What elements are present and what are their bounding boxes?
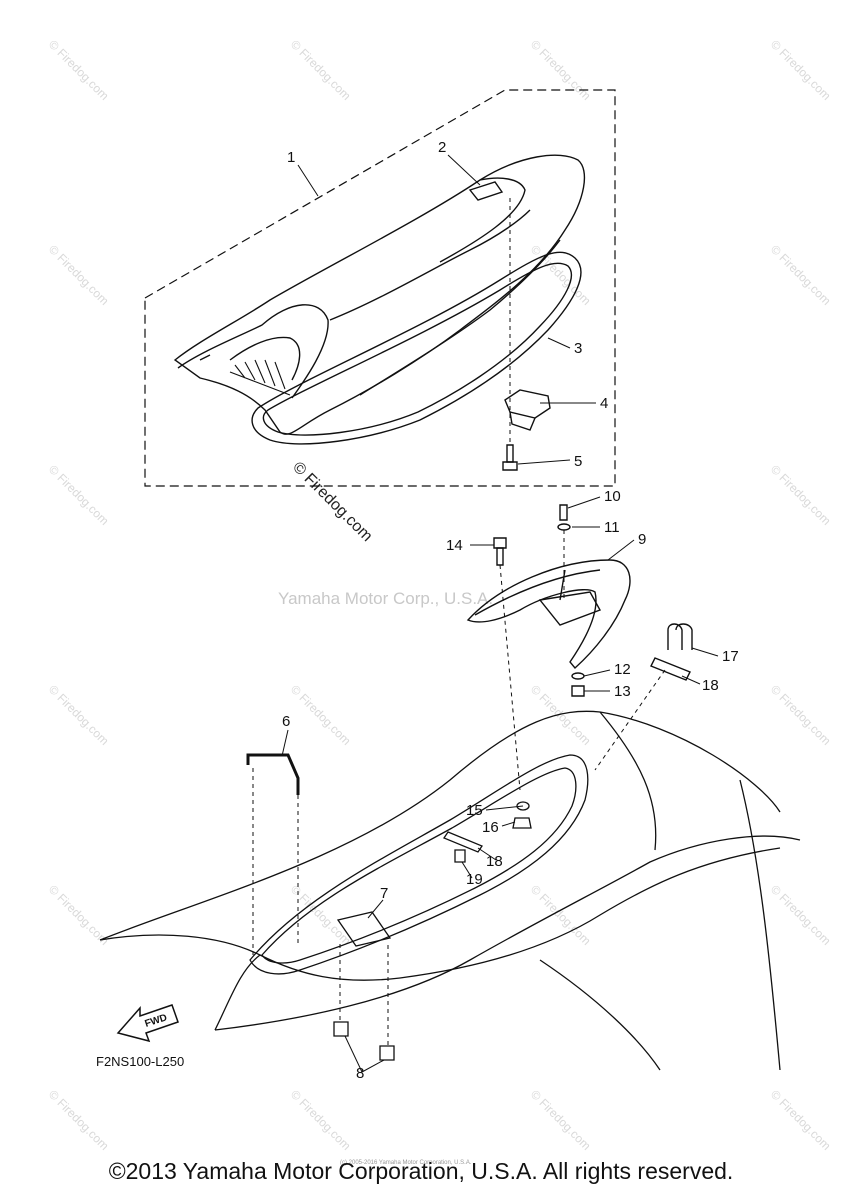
callout-9: 9: [638, 531, 646, 548]
callout-14: 14: [446, 537, 463, 554]
callout-1: 1: [287, 149, 295, 166]
watermark: © Firedog.com: [768, 1087, 834, 1153]
callout-2: 2: [438, 139, 446, 156]
watermark: © Firedog.com: [768, 682, 834, 748]
callout-18: 18: [702, 677, 719, 694]
callout-16: 16: [482, 819, 499, 836]
callout-8: 8: [356, 1065, 364, 1082]
hull-deck-drawing: [99, 710, 801, 1071]
watermark: © Firedog.com: [528, 1087, 594, 1153]
callout-4: 4: [600, 395, 608, 412]
watermark: © Firedog.com: [288, 37, 354, 103]
callout-11: 11: [604, 519, 620, 536]
seat-drawing: [173, 154, 586, 471]
callout-13: 13: [614, 683, 631, 700]
callout-17: 17: [722, 648, 739, 665]
tiny-copyright-note: (c) 2005-2016 Yamaha Motor Corporation, …: [340, 1160, 472, 1166]
seat-assembly-boundary: [144, 89, 616, 487]
watermark: © Firedog.com: [528, 37, 594, 103]
watermark: © Firedog.com: [288, 682, 354, 748]
callout-12: 12: [614, 661, 631, 678]
seat-cover-drawing: [466, 504, 693, 791]
leader-lines: [281, 154, 719, 1073]
watermark: © Firedog.com: [46, 682, 112, 748]
forward-direction-arrow: FWD: [116, 1004, 179, 1043]
callout-6: 6: [282, 713, 290, 730]
watermark: © Firedog.com: [46, 242, 112, 308]
watermark: © Firedog.com: [768, 882, 834, 948]
watermark-dark: © Firedog.com: [289, 459, 375, 545]
watermark: © Firedog.com: [46, 37, 112, 103]
callout-18b: 18: [486, 853, 503, 870]
callout-19: 19: [466, 871, 483, 888]
watermark: © Firedog.com: [768, 462, 834, 528]
watermark: © Firedog.com: [528, 882, 594, 948]
callout-3: 3: [574, 340, 582, 357]
copyright-footer: ©2013 Yamaha Motor Corporation, U.S.A. A…: [108, 1158, 734, 1184]
callout-7: 7: [380, 885, 388, 902]
watermark: © Firedog.com: [768, 242, 834, 308]
reference-code: F2NS100-L250: [96, 1054, 184, 1069]
callout-15: 15: [466, 802, 483, 819]
watermark: © Firedog.com: [46, 462, 112, 528]
watermark: © Firedog.com: [46, 882, 112, 948]
callouts: 1 2 3 4 5 10 11 9 14 12 13 17 18 6 15 16…: [282, 139, 739, 1082]
watermark: © Firedog.com: [288, 1087, 354, 1153]
watermark: © Firedog.com: [768, 37, 834, 103]
watermark: © Firedog.com: [46, 1087, 112, 1153]
center-watermark: Yamaha Motor Corp., U.S.A.: [278, 589, 493, 608]
callout-10: 10: [604, 488, 621, 505]
callout-5: 5: [574, 453, 582, 470]
